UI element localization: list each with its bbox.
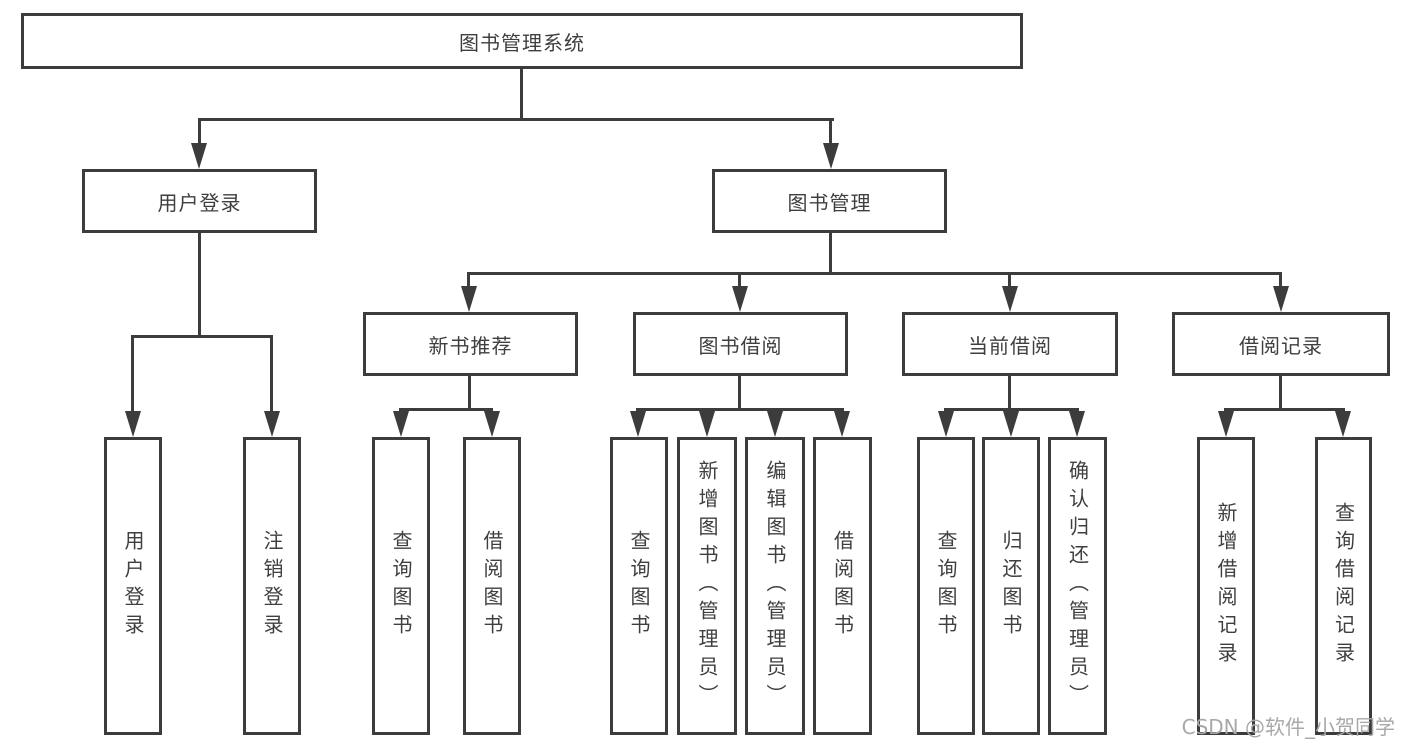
leaf-current-query-books-label: 查询图书 <box>934 530 958 642</box>
connector-line <box>467 272 1282 275</box>
arrow-down-icon <box>1002 286 1018 312</box>
leaf-query-borrow-record-label: 查询借阅记录 <box>1331 502 1356 670</box>
arrow-down-icon <box>1335 411 1351 437</box>
arrow-down-icon <box>484 411 500 437</box>
leaf-add-borrow-record: 新增借阅记录 <box>1197 437 1255 735</box>
leaf-logout-login: 注销登录 <box>243 437 301 735</box>
arrow-down-icon <box>125 411 141 437</box>
node-user-login-label: 用户登录 <box>157 190 242 215</box>
leaf-add-books-admin: 新增图书（管理员） <box>677 437 737 735</box>
connector-line <box>738 272 741 290</box>
leaf-recommend-query-books: 查询图书 <box>372 437 430 735</box>
node-book-management-label: 图书管理 <box>787 190 872 215</box>
leaf-user-login-label: 用户登录 <box>121 530 145 642</box>
arrow-down-icon <box>1069 411 1085 437</box>
leaf-current-query-books: 查询图书 <box>917 437 975 735</box>
arrow-down-icon <box>264 411 280 437</box>
node-book-borrow-label: 图书借阅 <box>698 333 783 358</box>
arrow-down-icon <box>767 411 783 437</box>
leaf-return-books: 归还图书 <box>982 437 1040 735</box>
node-current-borrow: 当前借阅 <box>902 312 1118 376</box>
connector-line <box>1008 272 1011 290</box>
leaf-user-login: 用户登录 <box>104 437 162 735</box>
node-library-system: 图书管理系统 <box>21 13 1023 69</box>
connector-line <box>520 69 523 118</box>
connector-line <box>829 233 832 272</box>
leaf-borrow-books-label: 借阅图书 <box>830 530 855 642</box>
csdn-watermark: CSDN @软件_小贺同学 <box>1181 715 1395 739</box>
connector-line <box>636 408 844 411</box>
arrow-down-icon <box>938 411 954 437</box>
leaf-recommend-query-books-label: 查询图书 <box>389 530 413 642</box>
connector-line <box>829 118 832 147</box>
leaf-recommend-borrow-books-label: 借阅图书 <box>480 530 504 642</box>
connector-line <box>132 335 273 338</box>
connector-line <box>468 376 471 408</box>
connector-line <box>1279 272 1282 290</box>
arrow-down-icon <box>461 286 477 312</box>
arrow-down-icon <box>1003 411 1019 437</box>
leaf-add-borrow-record-label: 新增借阅记录 <box>1214 502 1238 670</box>
node-book-borrow: 图书借阅 <box>633 312 848 376</box>
connector-line <box>198 118 201 147</box>
connector-line <box>467 272 470 290</box>
node-borrow-records-label: 借阅记录 <box>1239 333 1323 358</box>
node-new-book-recommend-label: 新书推荐 <box>428 333 513 358</box>
node-new-book-recommend: 新书推荐 <box>363 312 578 376</box>
leaf-recommend-borrow-books: 借阅图书 <box>463 437 521 735</box>
connector-line <box>131 335 134 415</box>
connector-line <box>1279 376 1282 408</box>
arrow-down-icon <box>732 286 748 312</box>
leaf-edit-books-admin-label: 编辑图书（管理员） <box>763 460 787 712</box>
arrow-down-icon <box>699 411 715 437</box>
arrow-down-icon <box>393 411 409 437</box>
connector-line <box>1224 408 1345 411</box>
node-book-management: 图书管理 <box>712 169 947 233</box>
leaf-borrow-query-books-label: 查询图书 <box>627 530 651 642</box>
node-current-borrow-label: 当前借阅 <box>968 333 1052 358</box>
leaf-add-books-admin-label: 新增图书（管理员） <box>695 460 719 712</box>
arrow-down-icon <box>630 411 646 437</box>
arrow-down-icon <box>823 143 839 169</box>
node-user-login: 用户登录 <box>82 169 317 233</box>
arrow-down-icon <box>834 411 850 437</box>
arrow-down-icon <box>1273 286 1289 312</box>
connector-line <box>399 408 493 411</box>
leaf-borrow-query-books: 查询图书 <box>610 437 668 735</box>
leaf-confirm-return-admin-label: 确认归还（管理员） <box>1065 460 1090 712</box>
node-library-system-label: 图书管理系统 <box>459 30 585 55</box>
arrow-down-icon <box>1218 411 1234 437</box>
leaf-edit-books-admin: 编辑图书（管理员） <box>745 437 805 735</box>
connector-line <box>198 118 834 121</box>
connector-line <box>1008 376 1011 408</box>
arrow-down-icon <box>191 143 207 169</box>
leaf-borrow-books: 借阅图书 <box>813 437 872 735</box>
connector-line <box>738 376 741 408</box>
leaf-confirm-return-admin: 确认归还（管理员） <box>1048 437 1107 735</box>
leaf-query-borrow-record: 查询借阅记录 <box>1315 437 1372 735</box>
leaf-logout-login-label: 注销登录 <box>260 530 284 642</box>
leaf-return-books-label: 归还图书 <box>999 530 1023 642</box>
connector-line <box>198 233 201 335</box>
node-borrow-records: 借阅记录 <box>1172 312 1390 376</box>
connector-line <box>270 335 273 415</box>
